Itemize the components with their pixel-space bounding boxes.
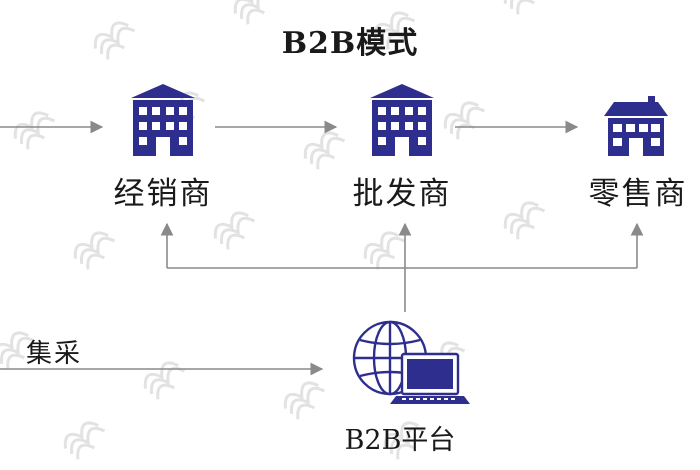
watermark-logo xyxy=(358,225,411,274)
watermark-logo xyxy=(438,95,491,144)
distributor-building-icon xyxy=(131,84,195,156)
watermark-logo xyxy=(208,205,261,254)
watermark-logo xyxy=(58,415,111,464)
retailer-shop-icon xyxy=(604,96,668,156)
retailer-label: 零售商 xyxy=(588,176,688,212)
watermark-logo xyxy=(158,85,211,134)
platform-label: B2B平台 xyxy=(344,425,456,456)
watermark-logo xyxy=(498,195,551,244)
distributor-label: 经销商 xyxy=(113,176,213,212)
wholesaler-building-icon xyxy=(370,84,434,156)
watermark-logo xyxy=(138,355,191,404)
watermark-logo xyxy=(278,375,331,424)
diagram-title: B2B模式 xyxy=(281,26,419,61)
platform-globe-laptop-icon xyxy=(352,320,470,404)
watermark-logo xyxy=(68,225,121,274)
watermark-logo xyxy=(8,105,61,154)
watermark-logo xyxy=(298,125,351,174)
wholesaler-label: 批发商 xyxy=(352,176,452,212)
watermark-logo xyxy=(498,0,551,19)
purchase-label: 集采 xyxy=(26,339,83,369)
watermark-logo xyxy=(418,335,471,384)
